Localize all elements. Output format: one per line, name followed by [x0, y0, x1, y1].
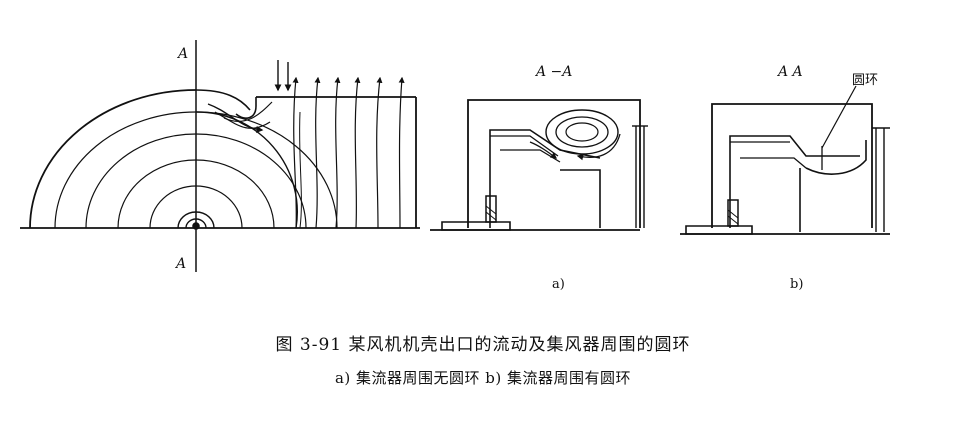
section-a-label: A −A — [534, 64, 572, 80]
axis-label-top: A — [176, 46, 188, 62]
panel-b-label: b) — [790, 277, 803, 292]
figure-caption: 图 3-91 某风机机壳出口的流动及集风器周围的圆环 — [275, 335, 691, 355]
casing-front-view — [20, 40, 420, 272]
ring — [805, 140, 867, 175]
section-b-label: A A — [776, 64, 803, 80]
section-b-view — [680, 85, 890, 235]
axis-label-bottom: A — [174, 256, 186, 272]
panel-a-label: a) — [552, 277, 565, 292]
section-a-view — [430, 99, 648, 231]
figure-subcaption: a) 集流器周围无圆环 b) 集流器周围有圆环 — [334, 369, 632, 387]
ring-callout-label: 圆环 — [852, 73, 878, 88]
